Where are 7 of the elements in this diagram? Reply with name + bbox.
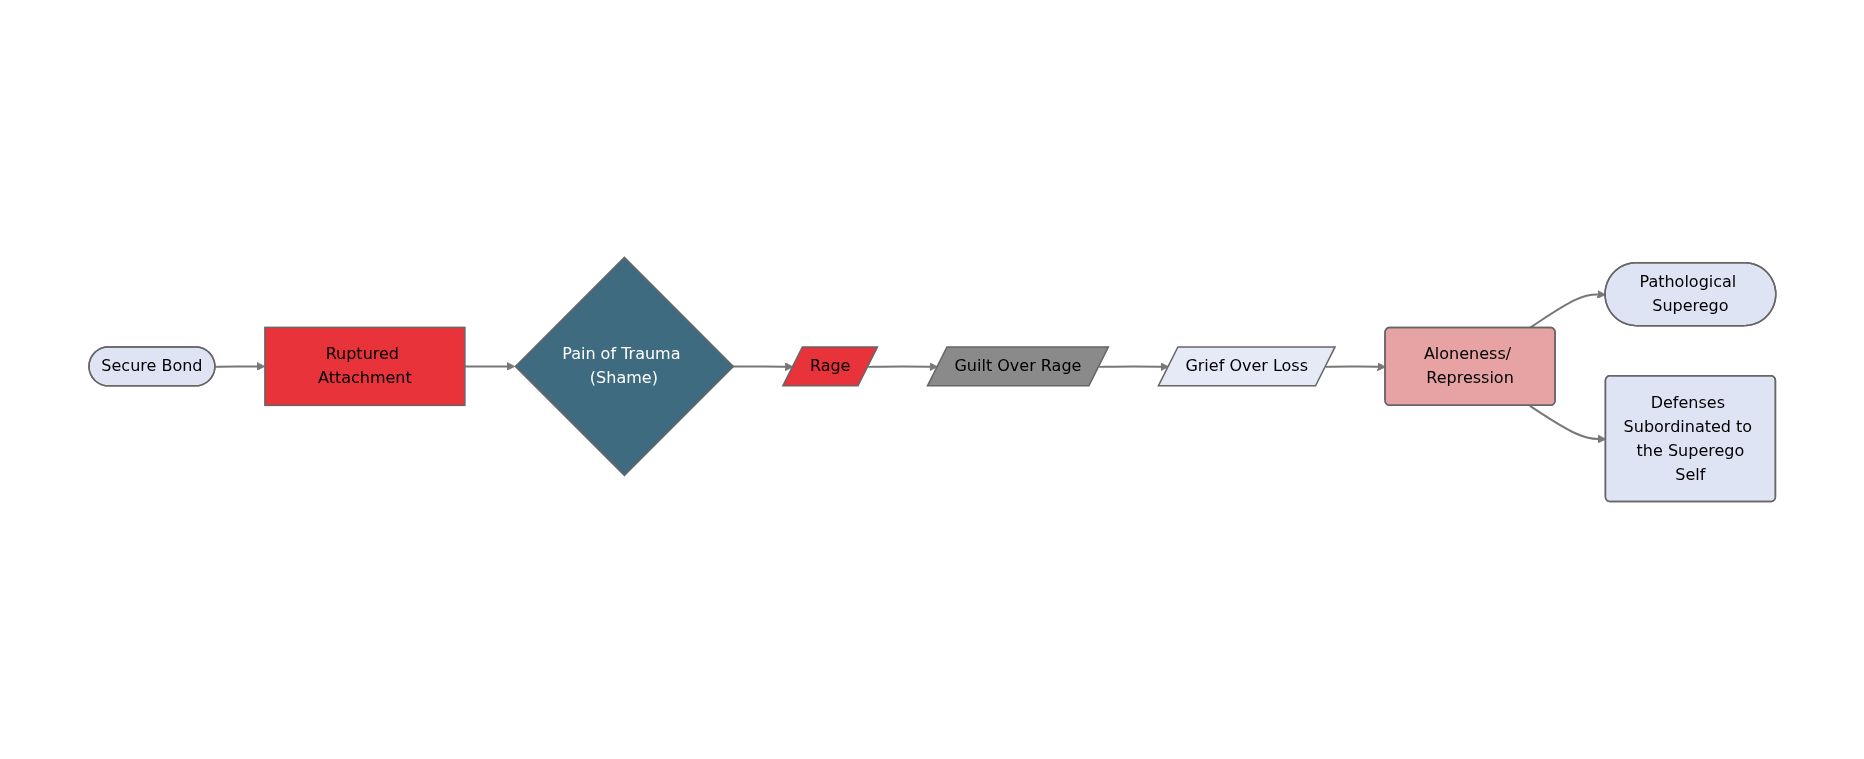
arrow bbox=[1097, 362, 1169, 372]
arrow bbox=[731, 362, 794, 372]
node-box: Ruptured Attachment bbox=[263, 326, 466, 407]
arrow bbox=[214, 362, 265, 371]
arrow bbox=[866, 362, 938, 372]
arrow bbox=[1528, 404, 1606, 444]
node-diamond: Pain of Trauma (Shame) bbox=[513, 256, 735, 477]
